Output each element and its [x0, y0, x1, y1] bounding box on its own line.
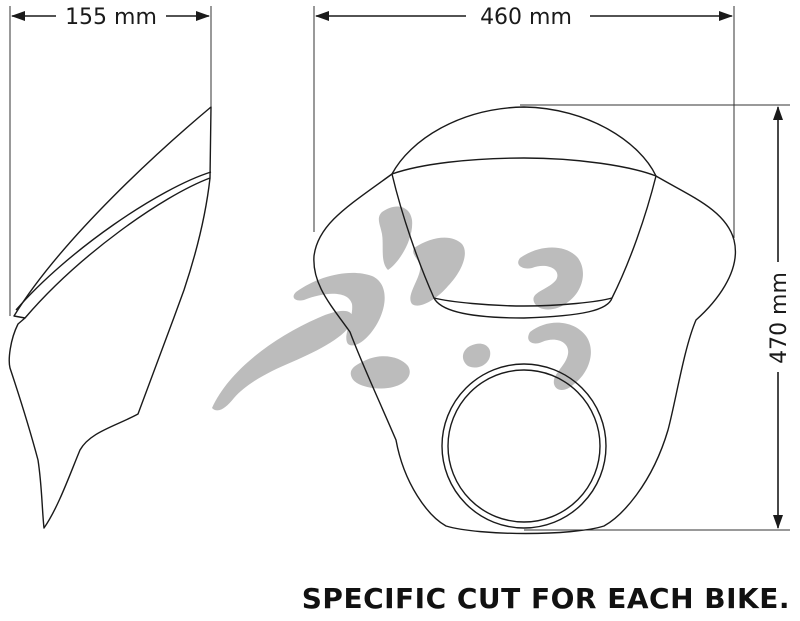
- front-windscreen-inner: [433, 297, 613, 307]
- caption-text: SPECIFIC CUT FOR EACH BIKE.: [301, 582, 790, 615]
- watermark-bike-tail: [462, 343, 491, 368]
- side-windscreen: [13, 106, 212, 319]
- front-windscreen: [391, 157, 657, 319]
- watermark-rider-back: [410, 237, 465, 306]
- watermark-swoosh: [212, 310, 353, 411]
- dimension-width: 460 mm: [313, 5, 735, 238]
- watermark-bike-lower: [350, 356, 410, 389]
- front-fairing-outline: [313, 106, 737, 535]
- headlight-ring-outer: [441, 363, 607, 529]
- watermark-rider-body: [293, 272, 385, 346]
- dimension-depth: 155 mm: [9, 5, 212, 316]
- width-label: 460 mm: [480, 5, 572, 30]
- height-label: 470 mm: [767, 272, 792, 364]
- watermark-rider-head: [378, 206, 413, 270]
- side-windscreen-edge: [15, 171, 212, 311]
- dimension-height: 470 mm: [520, 104, 792, 531]
- watermark-bike-wheel: [528, 322, 591, 390]
- side-fairing-body: [8, 177, 211, 529]
- depth-label: 155 mm: [65, 5, 157, 30]
- watermark-logo: [212, 206, 591, 411]
- watermark-bike-front: [518, 247, 583, 310]
- fairing-side-view: [8, 106, 212, 529]
- headlight-ring-inner: [447, 369, 601, 523]
- fairing-front-view: [313, 106, 737, 535]
